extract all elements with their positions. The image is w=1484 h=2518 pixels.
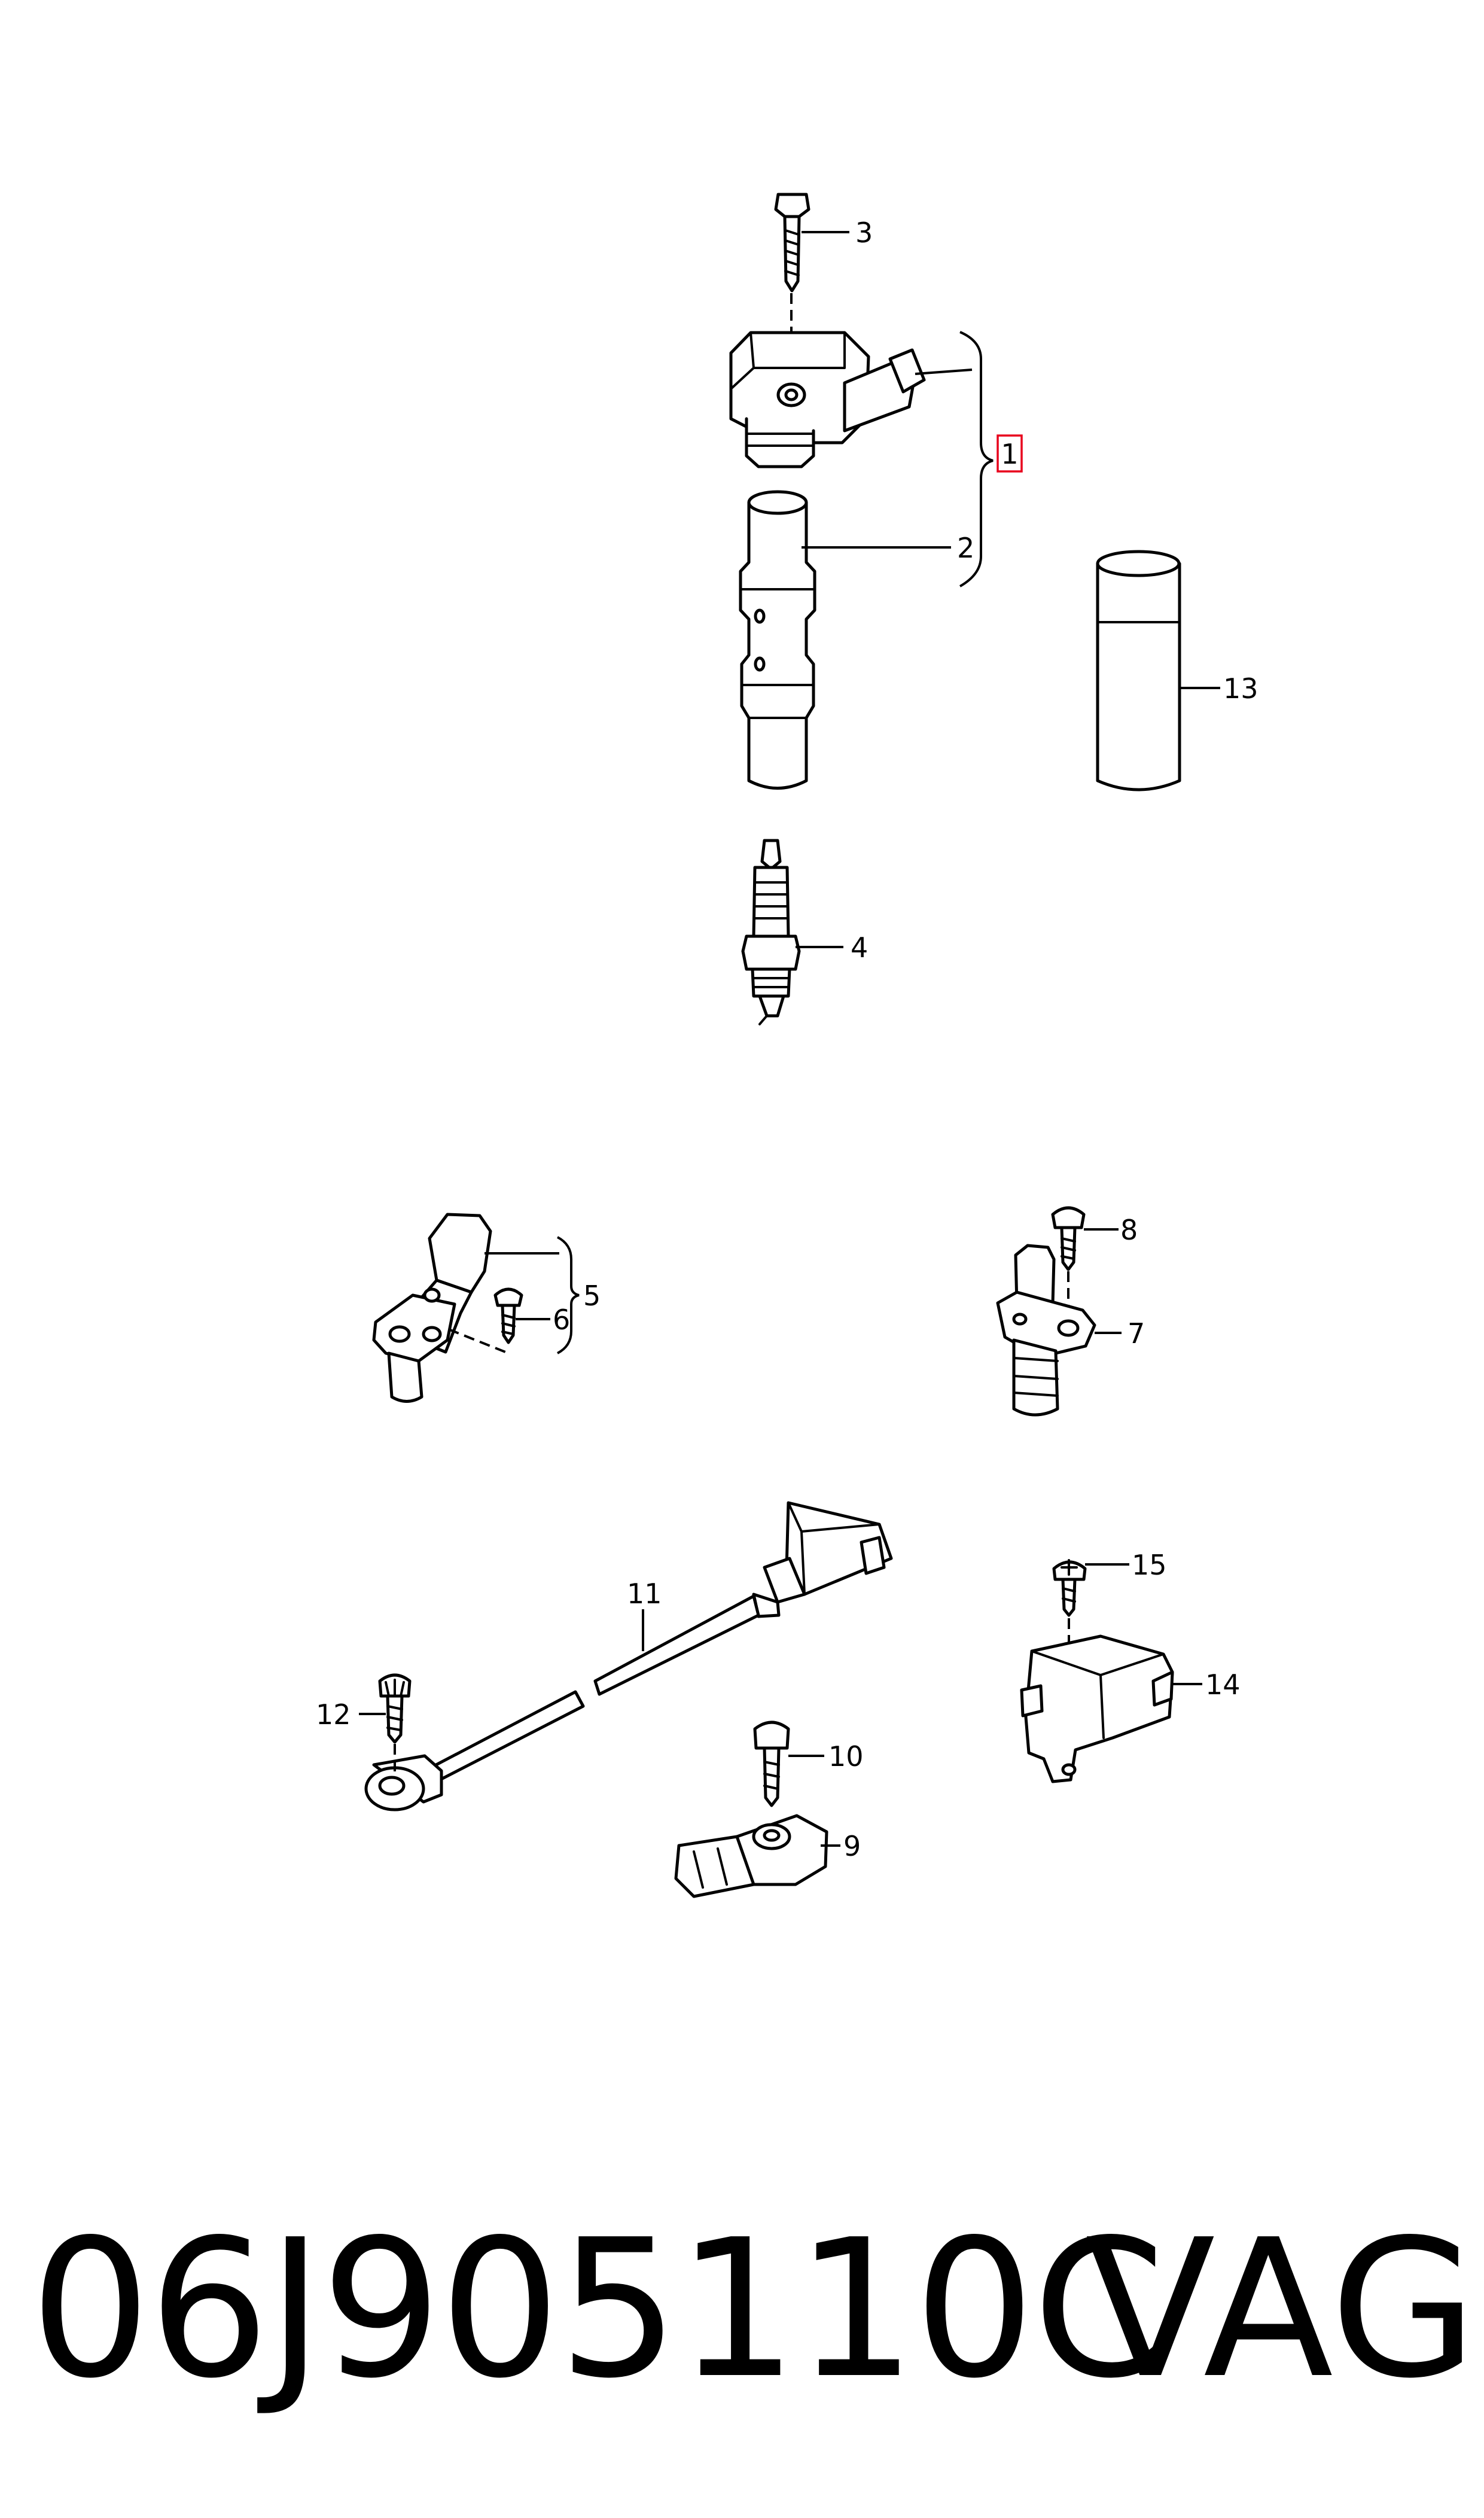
- bolt-8: [1051, 1206, 1086, 1271]
- callout-3: 3: [855, 217, 873, 249]
- screw-15: [1052, 1559, 1087, 1617]
- bolt-3: [774, 193, 810, 293]
- bolt-6: [493, 1287, 523, 1344]
- callout-2: 2: [957, 532, 974, 564]
- callout-1-highlight: [997, 434, 1023, 473]
- callout-5: 5: [583, 1280, 601, 1312]
- spark-plug-4: [741, 839, 801, 1025]
- bolt-10: [753, 1721, 790, 1807]
- brand-name: VAG: [1085, 2199, 1477, 2420]
- callout-1: 1: [1001, 438, 1018, 470]
- callout-7: 7: [1128, 1317, 1145, 1350]
- callout-8: 8: [1120, 1214, 1138, 1246]
- callout-10: 10: [828, 1740, 864, 1773]
- caption: 06J905110C VAG: [30, 2202, 1477, 2417]
- callout-13: 13: [1223, 672, 1258, 705]
- knock-sensor-9: [674, 1814, 828, 1898]
- callout-4: 4: [851, 931, 868, 964]
- ignition-coil-1: [729, 331, 926, 468]
- bolt-12: [378, 1673, 412, 1744]
- module-14: [1020, 1634, 1174, 1783]
- coil-connector-rod-2: [739, 490, 816, 790]
- callout-15: 15: [1132, 1549, 1167, 1581]
- callout-9: 9: [843, 1830, 861, 1862]
- sensor-7: [996, 1244, 1096, 1417]
- callout-14: 14: [1205, 1668, 1241, 1701]
- cylinder-sleeve-13: [1096, 550, 1181, 791]
- callout-12: 12: [316, 1698, 351, 1731]
- sensor-5: [372, 1213, 492, 1403]
- knock-sensor-cable-11: [364, 1501, 893, 1811]
- callout-6: 6: [553, 1304, 570, 1336]
- part-number: 06J905110C: [30, 2199, 1165, 2420]
- callout-11: 11: [627, 1578, 662, 1610]
